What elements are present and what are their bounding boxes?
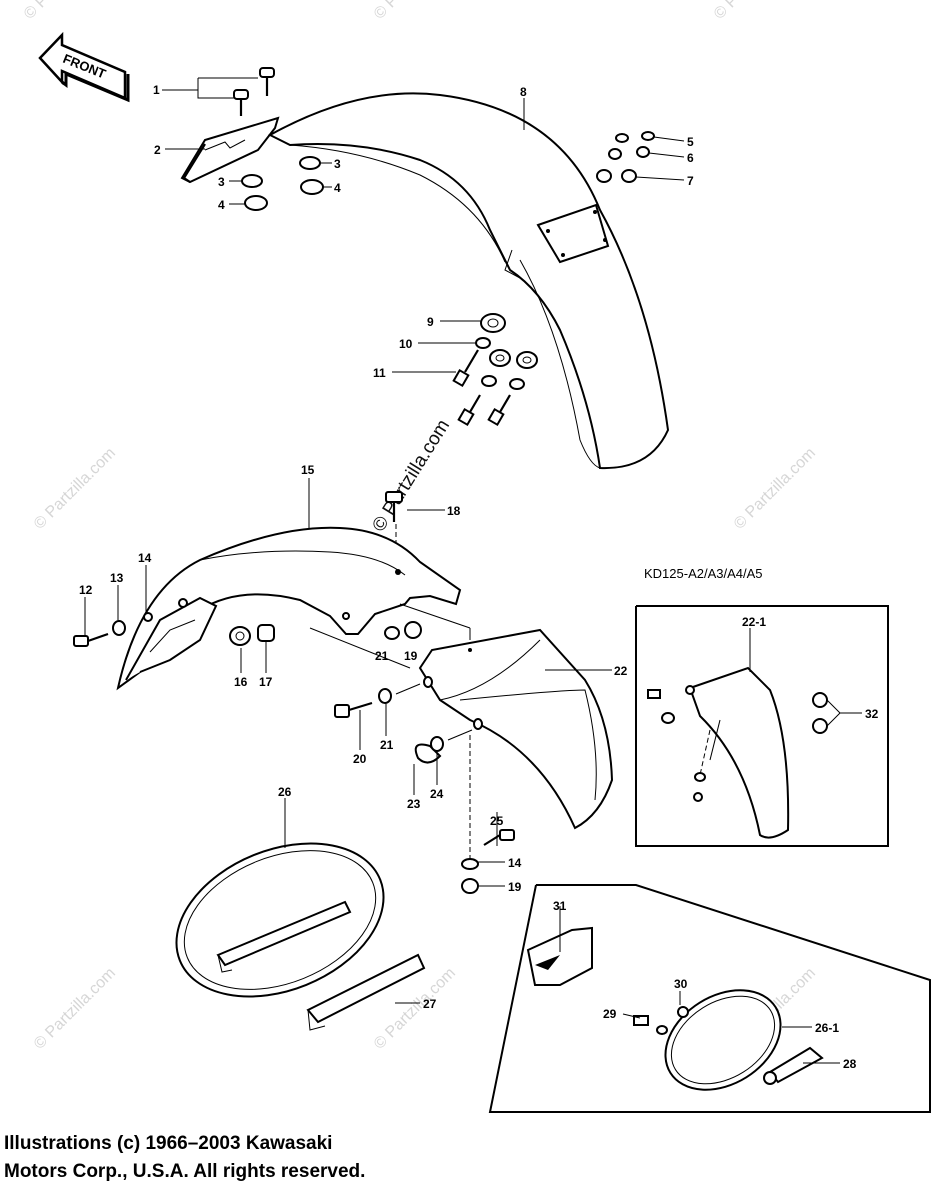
copyright-line: Motors Corp., U.S.A. All rights reserved… — [4, 1161, 366, 1182]
callout-5: 5 — [687, 135, 694, 149]
callout-7: 7 — [687, 174, 694, 188]
emblem-bracket — [180, 116, 280, 184]
callout-29: 29 — [603, 1007, 617, 1021]
callout-22-1: 22-1 — [742, 615, 766, 629]
bolt-12-washer-13 — [73, 620, 126, 647]
callout-26-1: 26-1 — [815, 1021, 839, 1035]
callout-14: 14 — [138, 551, 152, 565]
inset-kd125 — [635, 605, 889, 847]
number-plate — [175, 842, 385, 998]
callout-19: 19 — [508, 880, 522, 894]
number-plate-bracket — [306, 953, 426, 1031]
callout-21: 21 — [375, 649, 389, 663]
callout-4: 4 — [218, 198, 225, 212]
leader-lines — [84, 77, 862, 1064]
watermark: © Partzilla.com — [711, 0, 799, 23]
watermark: © Partzilla.com — [371, 0, 459, 23]
watermark: © Partzilla.com — [31, 445, 119, 533]
callout-32: 32 — [865, 707, 879, 721]
callout-12: 12 — [79, 583, 93, 597]
callout-2: 2 — [154, 143, 161, 157]
callout-16: 16 — [234, 675, 248, 689]
callout-25: 25 — [490, 814, 504, 828]
nut-washer-upper — [309, 603, 471, 669]
rear-fender — [116, 526, 462, 691]
callout-20: 20 — [353, 752, 367, 766]
callout-28: 28 — [843, 1057, 857, 1071]
callout-3: 3 — [218, 175, 225, 189]
callout-13: 13 — [110, 571, 124, 585]
callout-27: 27 — [423, 997, 437, 1011]
callout-8: 8 — [520, 85, 527, 99]
model-label: KD125-A2/A3/A4/A5 — [644, 566, 763, 581]
callout-31: 31 — [553, 899, 567, 913]
callout-17: 17 — [259, 675, 273, 689]
front-arrow: FRONT — [38, 31, 130, 103]
callout-9: 9 — [427, 315, 434, 329]
callout-6: 6 — [687, 151, 694, 165]
rear-flap — [418, 628, 614, 830]
callout-4: 4 — [334, 181, 341, 195]
bolt-18 — [385, 491, 403, 570]
washer-nut-lower — [461, 858, 479, 894]
callout-15: 15 — [301, 463, 315, 477]
inset-plate — [488, 884, 931, 1113]
callout-10: 10 — [399, 337, 413, 351]
callout-3: 3 — [334, 157, 341, 171]
callout-1: 1 — [153, 83, 160, 97]
copyright-notice: Illustrations (c) 1966–2003 Kawasaki Mot… — [4, 1130, 365, 1186]
callout-18: 18 — [447, 504, 461, 518]
front-bolts — [233, 67, 275, 116]
callout-24: 24 — [430, 787, 444, 801]
watermark-center: © Partzilla.com — [368, 416, 454, 536]
callout-26: 26 — [278, 785, 292, 799]
watermark: © Partzilla.com — [31, 965, 119, 1053]
callout-14: 14 — [508, 856, 522, 870]
nuts-left — [241, 156, 324, 211]
nuts-right — [596, 131, 655, 183]
callout-22: 22 — [614, 664, 628, 678]
callouts: 1 2 3 3 4 4 5 6 7 8 9 10 11 12 13 14 14 … — [79, 83, 879, 1071]
callout-30: 30 — [674, 977, 688, 991]
watermark: © Partzilla.com — [731, 445, 819, 533]
copyright-line: Illustrations (c) 1966–2003 Kawasaki — [4, 1133, 333, 1154]
callout-11: 11 — [373, 366, 386, 380]
callout-23: 23 — [407, 797, 421, 811]
lower-hardware — [334, 683, 515, 860]
callout-21: 21 — [380, 738, 394, 752]
collar-spacer — [229, 624, 275, 646]
callout-19: 19 — [404, 649, 418, 663]
grommets-bolts — [452, 313, 538, 427]
front-fender — [267, 92, 670, 470]
watermark: © Partzilla.com — [21, 0, 109, 23]
